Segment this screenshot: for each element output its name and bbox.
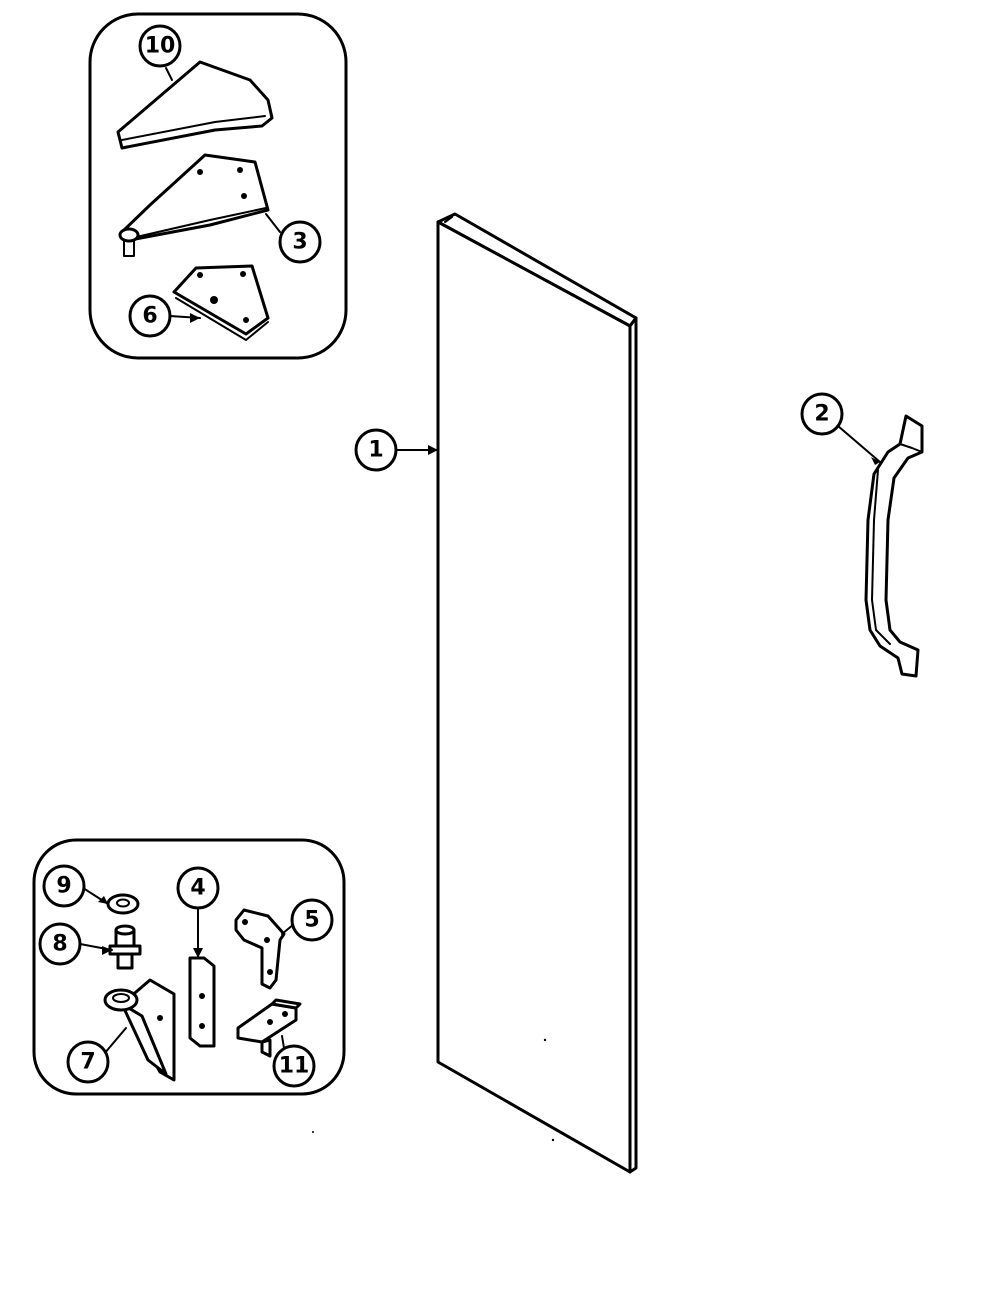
leader-lines xyxy=(79,67,881,1055)
callout-9: 9 xyxy=(42,864,86,908)
callout-3: 3 xyxy=(278,220,322,264)
part-11-bracket xyxy=(236,998,302,1058)
callout-2: 2 xyxy=(800,392,844,436)
part-9-washer xyxy=(106,893,140,915)
callout-11: 11 xyxy=(272,1044,316,1088)
callout-11-label: 11 xyxy=(279,1054,310,1079)
part-7-bottom-hinge xyxy=(103,978,176,1082)
callout-2-label: 2 xyxy=(814,402,829,427)
part-4-hinge-plate xyxy=(188,956,216,1048)
callout-3-label: 3 xyxy=(292,230,307,255)
callout-5-label: 5 xyxy=(304,908,319,933)
callout-8: 8 xyxy=(38,922,82,966)
callout-5: 5 xyxy=(290,898,334,942)
callout-4-label: 4 xyxy=(190,876,205,901)
callout-10: 10 xyxy=(138,24,182,68)
callout-4: 4 xyxy=(176,866,220,910)
part-1-door xyxy=(436,212,638,1174)
callout-7: 7 xyxy=(66,1040,110,1084)
part-2-door-handle xyxy=(864,414,924,678)
callout-9-label: 9 xyxy=(56,874,71,899)
callout-1-label: 1 xyxy=(368,438,383,463)
bottom-inset-frame xyxy=(32,838,346,1096)
top-inset-frame xyxy=(88,12,348,360)
part-5-bracket xyxy=(234,908,286,990)
part-3-top-hinge xyxy=(118,153,270,257)
callout-7-label: 7 xyxy=(80,1050,95,1075)
callout-1: 1 xyxy=(354,428,398,472)
callout-8-label: 8 xyxy=(52,932,67,957)
part-8-hinge-pin xyxy=(108,924,142,970)
leader-arrowheads xyxy=(98,313,880,958)
part-6-hinge-shim xyxy=(172,264,270,341)
callout-6-label: 6 xyxy=(142,304,157,329)
callout-6: 6 xyxy=(128,294,172,338)
part-10-hinge-cover xyxy=(116,60,274,150)
callout-10-label: 10 xyxy=(145,34,176,59)
